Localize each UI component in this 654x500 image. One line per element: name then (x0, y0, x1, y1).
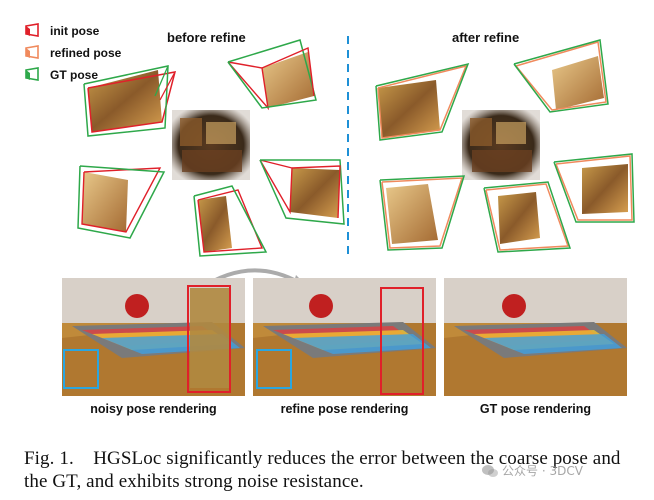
red-frustum-icon (25, 23, 39, 37)
legend-label: init pose (50, 24, 100, 38)
legend-item-refined: refined pose (24, 44, 121, 62)
point-cloud-after (462, 110, 540, 180)
watermark-text: 公众号 · 3DCV (502, 464, 583, 478)
frustum-before-3 (259, 159, 345, 225)
gt-pose-caption: GT pose rendering (479, 402, 592, 416)
frustum-before-1 (83, 65, 177, 137)
legend-item-init: init pose (24, 22, 99, 40)
refine-pose-image (253, 278, 436, 396)
point-cloud-before (172, 110, 250, 180)
panel-divider (347, 36, 349, 256)
legend-label: GT pose (50, 68, 99, 82)
pose-visualization (77, 39, 635, 257)
before-refine-title: before refine (167, 30, 246, 45)
watermark: 公众号 · 3DCV (482, 462, 583, 479)
noisy-pose-caption: noisy pose rendering (90, 402, 217, 416)
frustum-after-2 (513, 39, 609, 113)
figure-caption: Fig. 1. HGSLoc significantly reduces the… (24, 447, 639, 493)
green-frustum-icon (25, 67, 39, 81)
orange-frustum-icon (25, 45, 39, 59)
refine-pose-caption: refine pose rendering (280, 402, 409, 416)
gt-pose-image (444, 278, 627, 396)
after-refine-title: after refine (452, 30, 520, 45)
frustum-after-1 (375, 62, 470, 141)
legend-label: refined pose (50, 46, 122, 60)
frustum-after-4 (379, 175, 466, 251)
frustum-before-4 (77, 165, 166, 239)
figure-caption-text: HGSLoc significantly reduces the error b… (24, 448, 621, 492)
noisy-pose-image (62, 278, 245, 396)
frustum-after-3 (553, 153, 635, 223)
legend-item-gt: GT pose (24, 66, 98, 84)
frustum-after-5 (483, 181, 572, 253)
wechat-icon (482, 464, 498, 477)
figure-label: Fig. 1. (24, 448, 74, 469)
frustum-before-2 (227, 39, 317, 111)
frustum-before-5 (193, 185, 268, 257)
